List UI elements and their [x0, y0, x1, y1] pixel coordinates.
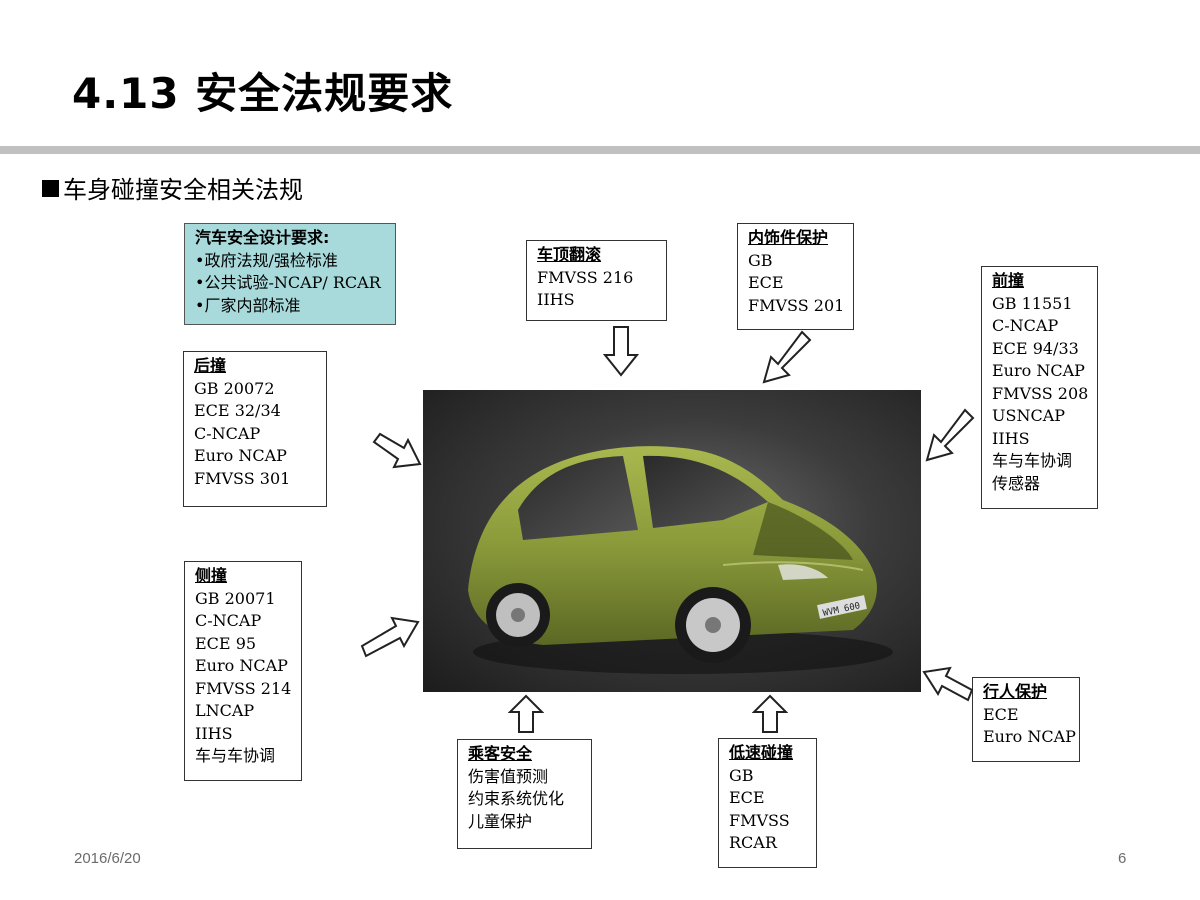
regulation-item: C-NCAP [194, 423, 261, 443]
regulation-item: ECE [729, 788, 765, 807]
regulation-item: GB [748, 250, 773, 270]
pedestrian-protection-heading: 行人保护 [983, 682, 1048, 701]
slide-title: 4.13 安全法规要求 [72, 69, 454, 118]
arrow-down-left-icon [925, 408, 975, 462]
footer-date: 2016/6/20 [74, 850, 141, 867]
requirements-box: 汽车安全设计要求: •政府法规/强检标准 •公共试验-NCAP/ RCAR •厂… [184, 223, 396, 325]
bullet-square-icon [42, 180, 59, 197]
regulation-item: 传感器 [992, 473, 1041, 493]
slide-subtitle: 车身碰撞安全相关法规 [42, 170, 303, 205]
roof-rollover-box: 车顶翻滚 FMVSS 216 IIHS [526, 240, 667, 321]
occupant-safety-heading: 乘客安全 [468, 744, 533, 763]
requirements-heading: 汽车安全设计要求: [195, 228, 330, 247]
low-speed-impact-box: 低速碰撞 GB ECE FMVSS RCAR [718, 738, 817, 868]
regulation-item: FMVSS 214 [195, 678, 292, 698]
regulation-item: RCAR [729, 833, 777, 852]
regulation-item: C-NCAP [992, 316, 1059, 335]
regulation-item: ECE 95 [195, 633, 257, 653]
requirements-line: •政府法规/强检标准 [195, 250, 338, 270]
title-divider [0, 146, 1200, 154]
arrow-up-right-icon [360, 616, 420, 658]
side-impact-heading: 侧撞 [195, 566, 228, 585]
regulation-item: 儿童保护 [468, 811, 533, 831]
occupant-safety-box: 乘客安全 伤害值预测 约束系统优化 儿童保护 [457, 739, 592, 849]
regulation-item: FMVSS 201 [748, 295, 845, 315]
side-impact-box: 侧撞 GB 20071 C-NCAP ECE 95 Euro NCAP FMVS… [184, 561, 302, 781]
hatchback-car-illustration: WVM 600 [468, 446, 893, 674]
rear-impact-box: 后撞 GB 20072 ECE 32/34 C-NCAP Euro NCAP F… [183, 351, 327, 507]
regulation-item: GB [729, 765, 754, 785]
page-number: 6 [1118, 850, 1127, 867]
regulation-item: 伤害值预测 [468, 766, 549, 786]
regulation-item: FMVSS [729, 810, 790, 830]
regulation-item: LNCAP [195, 701, 255, 720]
regulation-item: Euro NCAP [195, 656, 288, 675]
arrow-down-left-icon [762, 330, 812, 384]
regulation-item: ECE 94/33 [992, 338, 1079, 358]
regulation-item: GB 11551 [992, 293, 1073, 313]
regulation-item: ECE [983, 704, 1019, 724]
regulation-item: Euro NCAP [983, 727, 1076, 746]
regulation-item: 车与车协调 [195, 746, 276, 765]
regulation-item: USNCAP [992, 406, 1066, 425]
arrow-up-icon [752, 694, 788, 733]
requirements-line: •厂家内部标准 [195, 295, 301, 315]
arrow-up-icon [508, 694, 544, 733]
regulation-item: FMVSS 301 [194, 468, 291, 488]
regulation-item: IIHS [992, 428, 1030, 448]
pedestrian-protection-box: 行人保护 ECE Euro NCAP [972, 677, 1080, 762]
regulation-item: GB 20071 [195, 588, 276, 608]
regulation-item: 约束系统优化 [468, 789, 565, 808]
rear-impact-heading: 后撞 [194, 356, 227, 375]
regulation-item: 车与车协调 [992, 451, 1073, 470]
low-speed-impact-heading: 低速碰撞 [729, 743, 794, 762]
regulation-item: Euro NCAP [194, 446, 287, 465]
front-impact-box: 前撞 GB 11551 C-NCAP ECE 94/33 Euro NCAP F… [981, 266, 1098, 509]
arrow-down-right-icon [372, 432, 422, 469]
front-impact-heading: 前撞 [992, 271, 1025, 290]
regulation-item: ECE 32/34 [194, 401, 281, 420]
regulation-item: ECE [748, 273, 784, 292]
interior-protection-heading: 内饰件保护 [748, 228, 829, 247]
regulation-item: FMVSS 208 [992, 383, 1089, 403]
regulation-item: IIHS [537, 290, 575, 309]
regulation-item: Euro NCAP [992, 361, 1085, 380]
requirements-line: •公共试验-NCAP/ RCAR [195, 273, 381, 292]
regulation-item: FMVSS 216 [537, 267, 634, 287]
regulation-item: GB 20072 [194, 378, 275, 398]
regulation-item: C-NCAP [195, 611, 262, 630]
arrow-down-icon [603, 326, 639, 377]
car-photo: WVM 600 [423, 390, 921, 692]
arrow-left-up-icon [922, 666, 974, 702]
regulation-item: IIHS [195, 723, 233, 743]
roof-rollover-heading: 车顶翻滚 [537, 245, 602, 264]
interior-protection-box: 内饰件保护 GB ECE FMVSS 201 [737, 223, 854, 330]
subtitle-text: 车身碰撞安全相关法规 [63, 176, 303, 204]
